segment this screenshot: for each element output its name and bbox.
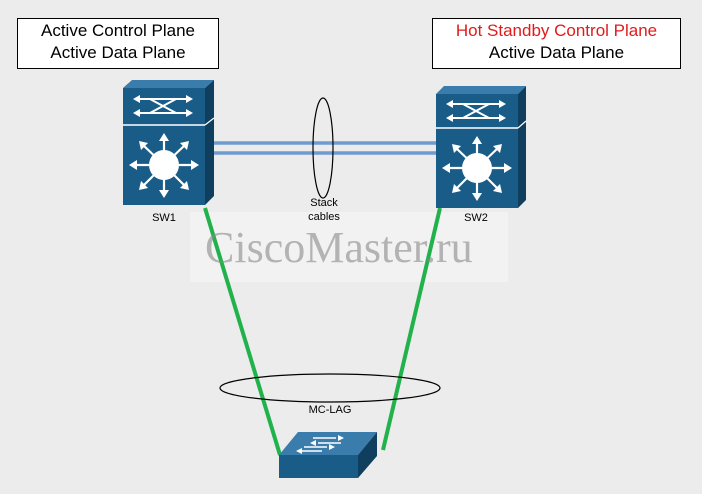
stack-cables-label: Stack cables (298, 196, 350, 224)
mclag-label: MC-LAG (308, 404, 352, 416)
sw1-data-plane-text: Active Data Plane (50, 43, 186, 62)
uplink-sw1 (203, 207, 282, 456)
sw1-control-plane-text: Active Control Plane (40, 21, 196, 40)
mclag-ellipse (219, 373, 441, 403)
stack-ellipse (312, 97, 334, 199)
sw2-control-plane-text: Hot Standby Control Plane (455, 21, 658, 40)
stack-label-line2: cables (308, 211, 340, 223)
watermark-text: CiscoMaster.ru (205, 223, 473, 272)
watermark-panel (190, 212, 508, 282)
access-switch-icon (279, 432, 377, 478)
sw2-switch-icon (436, 86, 527, 208)
sw1-plane-box: Active Control Plane Active Data Plane (17, 18, 219, 69)
stack-label-line1: Stack (310, 197, 338, 209)
sw2-label: SW2 (464, 212, 488, 224)
sw2-data-plane-text: Active Data Plane (488, 43, 625, 62)
sw1-switch-icon (123, 80, 215, 205)
sw1-label: SW1 (152, 212, 176, 224)
uplink-sw2 (381, 207, 442, 451)
sw2-plane-box: Hot Standby Control Plane Active Data Pl… (432, 18, 681, 69)
